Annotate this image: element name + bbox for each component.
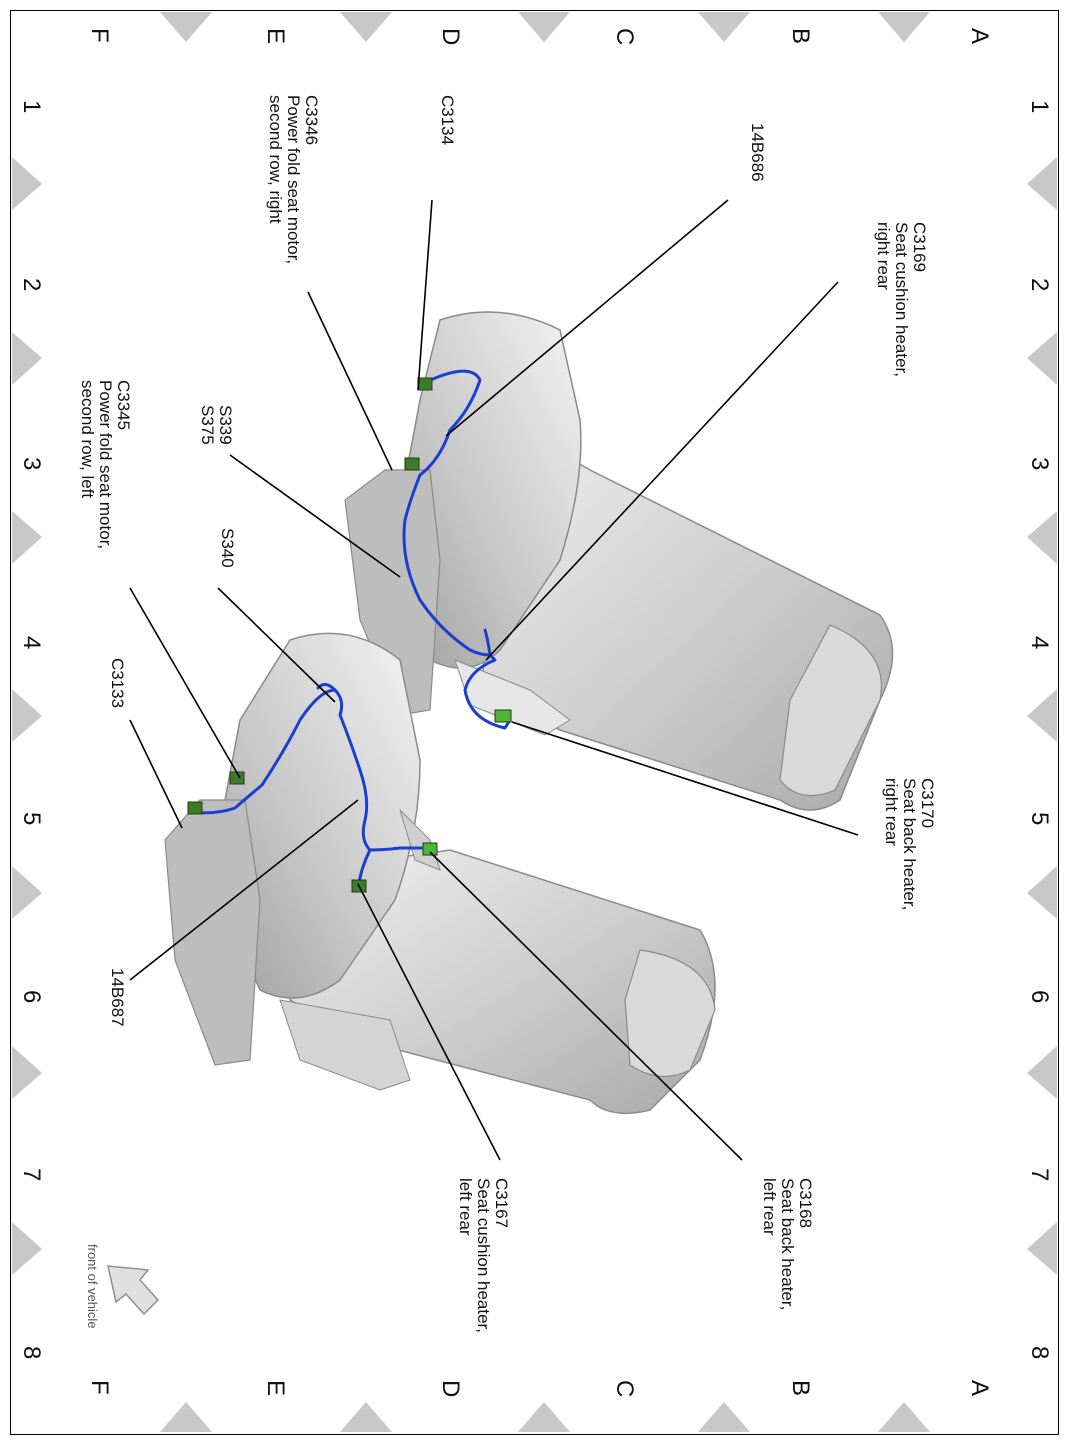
label-c3170-line2: right rear [882,778,901,846]
grid-col-2-left: 2 [18,278,45,291]
grid-col-3-right: 3 [1026,457,1053,470]
grid-row-d-top: D [437,28,464,45]
grid-row-f-bottom: F [86,1380,113,1395]
grid-col-8-right: 8 [1026,1346,1053,1359]
label-c3345: C3345 Power fold seat motor, second row,… [78,380,133,549]
grid-col-7-right: 7 [1026,1168,1053,1181]
connector-c3168 [422,842,438,856]
label-c3169-id: C3169 [910,222,929,272]
grid-row-e-top: E [262,28,289,44]
label-c3168: C3168 Seat back heater, left rear [760,1178,815,1310]
grid-labels-right: 1 2 3 4 5 6 7 8 [1026,100,1053,1359]
grid-row-c-top: C [611,28,638,45]
label-s339-id: S339 [216,405,235,445]
grid-row-d-bottom: D [437,1380,464,1397]
grid-row-e-bottom: E [262,1380,289,1396]
connector-c3133 [187,801,203,815]
grid-labels-top: A B C D E F [86,28,993,45]
label-14b686: 14B686 [748,123,767,182]
border-markers-right [1027,157,1057,1275]
label-c3167: C3167 Seat cushion heater, left rear [456,1178,511,1333]
label-c3133: C3133 [108,658,127,708]
grid-col-4-left: 4 [18,636,45,649]
grid-labels-left: 1 2 3 4 5 6 7 8 [18,100,45,1359]
grid-col-8-left: 8 [18,1346,45,1359]
label-c3346-id: C3346 [302,95,321,145]
grid-col-2-right: 2 [1026,278,1053,291]
label-c3167-line2: left rear [456,1178,475,1236]
grid-col-1-left: 1 [18,100,45,113]
label-c3134: C3134 [438,95,457,145]
border-markers-bottom [160,1402,930,1432]
border-markers-left [12,157,42,1275]
diagram-frame [10,10,1059,1435]
label-s340: S340 [218,528,237,568]
label-c3169-line2: right rear [874,222,893,290]
right-rear-seat [344,311,894,811]
leader-lines [129,199,859,1161]
grid-row-f-top: F [86,28,113,43]
label-s375-id: S375 [198,405,217,445]
label-c3168-id: C3168 [796,1178,815,1228]
grid-col-6-right: 6 [1026,990,1053,1003]
grid-col-3-left: 3 [18,457,45,470]
front-of-vehicle-indicator: front of vehicle [85,1244,160,1329]
grid-row-b-bottom: B [787,1380,814,1396]
grid-col-5-left: 5 [18,812,45,825]
label-14b687: 14B687 [108,968,127,1027]
label-c3167-line1: Seat cushion heater, [474,1178,493,1333]
grid-col-6-left: 6 [18,990,45,1003]
grid-labels-bottom: A B C D E F [86,1380,993,1397]
label-s339-s375: S339 S375 [198,405,235,445]
connector-c3170 [494,709,512,723]
label-c3169-line1: Seat cushion heater, [892,222,911,377]
label-c3167-id: C3167 [492,1178,511,1228]
grid-col-5-right: 5 [1026,812,1053,825]
label-c3346-line1: Power fold seat motor, [284,95,303,264]
label-c3345-line2: second row, left [78,380,97,498]
label-c3346: C3346 Power fold seat motor, second row,… [266,95,321,264]
connector-c3134 [417,377,433,391]
grid-row-c-bottom: C [611,1380,638,1397]
label-c3168-line2: left rear [760,1178,779,1236]
label-c3345-id: C3345 [114,380,133,430]
grid-col-1-right: 1 [1026,100,1053,113]
grid-row-a-top: A [966,28,993,44]
border-markers-top [160,12,930,42]
front-of-vehicle-label: front of vehicle [85,1244,100,1329]
label-c3134-id: C3134 [438,95,457,145]
label-c3345-line1: Power fold seat motor, [96,380,115,549]
label-c3133-id: C3133 [108,658,127,708]
label-s340-id: S340 [218,528,237,568]
left-rear-seat [164,632,716,1115]
connector-c3346 [404,457,420,471]
grid-row-a-bottom: A [966,1380,993,1396]
label-c3169: C3169 Seat cushion heater, right rear [874,222,929,377]
wiring-harness-right [402,369,512,730]
label-14b686-id: 14B686 [748,123,767,182]
grid-col-4-right: 4 [1026,636,1053,649]
label-c3168-line1: Seat back heater, [778,1178,797,1310]
grid-col-7-left: 7 [18,1168,45,1181]
label-c3170: C3170 Seat back heater, right rear [882,778,937,910]
label-14b687-id: 14B687 [108,968,127,1027]
grid-row-b-top: B [787,28,814,44]
label-c3170-line1: Seat back heater, [900,778,919,910]
label-c3346-line2: second row, right [266,95,285,224]
front-arrow-icon [107,1265,160,1316]
label-c3170-id: C3170 [918,778,937,828]
